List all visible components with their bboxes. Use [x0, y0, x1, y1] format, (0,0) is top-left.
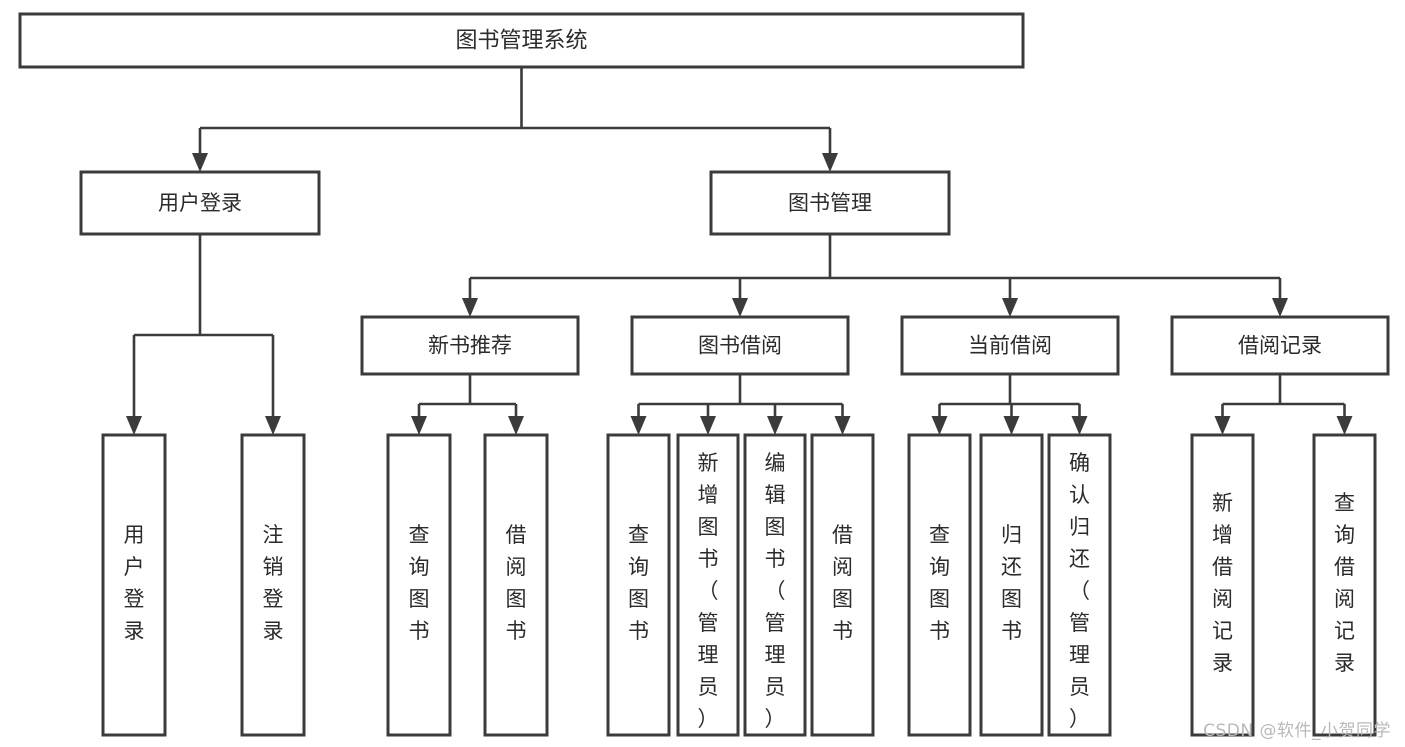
node-label-leaf-borrow-book: 借阅图书 — [832, 523, 853, 643]
node-label-leaf-query-book-rec: 查询图书 — [409, 523, 430, 643]
node-leaf-return-book[interactable]: 归还图书 — [979, 433, 1044, 737]
root-to-book-management-arrowhead — [822, 153, 838, 172]
node-box-leaf-borrow-book — [810, 433, 875, 737]
node-label-new-book-recommend: 新书推荐 — [428, 334, 512, 358]
node-box-current-borrow — [900, 315, 1120, 376]
node-leaf-borrow-book-rec[interactable]: 借阅图书 — [483, 433, 549, 737]
root-to-user-login-arrowhead — [192, 153, 208, 172]
book-borrow-to-leaf-add-book-admin-arrowhead — [700, 416, 716, 435]
node-box-leaf-user-login — [101, 433, 167, 737]
ul-to-leaf-user-login-arrowhead — [126, 416, 142, 435]
connector-layer — [126, 67, 1353, 435]
node-box-leaf-query-book-current — [907, 433, 972, 737]
node-leaf-user-login[interactable]: 用户登录 — [101, 433, 167, 737]
node-book-management[interactable]: 图书管理 — [709, 170, 951, 236]
node-box-leaf-return-book — [979, 433, 1044, 737]
node-borrow-record[interactable]: 借阅记录 — [1170, 315, 1390, 376]
node-new-book-recommend[interactable]: 新书推荐 — [360, 315, 580, 376]
node-box-leaf-borrow-book-rec — [483, 433, 549, 737]
node-box-leaf-logout — [240, 433, 306, 737]
node-leaf-query-book-current[interactable]: 查询图书 — [907, 433, 972, 737]
node-label-leaf-return-book: 归还图书 — [1001, 523, 1022, 643]
book-borrow-to-leaf-query-book-borrow-arrowhead — [630, 416, 647, 435]
node-box-book-borrow — [630, 315, 850, 376]
node-box-leaf-confirm-return-admin — [1047, 433, 1112, 737]
node-book-borrow[interactable]: 图书借阅 — [630, 315, 850, 376]
bm-to-new-book-recommend-arrowhead — [462, 298, 478, 317]
node-current-borrow[interactable]: 当前借阅 — [900, 315, 1120, 376]
node-box-book-management — [709, 170, 951, 236]
node-leaf-query-book-rec[interactable]: 查询图书 — [386, 433, 452, 737]
node-label-leaf-user-login: 用户登录 — [124, 523, 145, 643]
borrow-record-to-leaf-query-borrow-record-arrowhead — [1336, 416, 1353, 435]
node-label-book-management: 图书管理 — [788, 191, 872, 215]
new-book-recommend-to-leaf-borrow-book-rec-arrowhead — [508, 416, 524, 435]
node-leaf-add-book-admin[interactable]: 新增图书（管理员） — [676, 433, 740, 737]
node-label-leaf-confirm-return-admin: 确认归还（管理员） — [1069, 451, 1090, 731]
current-borrow-to-leaf-return-book-arrowhead — [1003, 416, 1020, 435]
node-label-leaf-add-book-admin: 新增图书（管理员） — [698, 451, 719, 731]
node-label-leaf-borrow-book-rec: 借阅图书 — [506, 523, 527, 643]
node-box-leaf-query-borrow-record — [1312, 433, 1377, 737]
node-box-user-login — [79, 170, 321, 236]
node-leaf-add-borrow-record[interactable]: 新增借阅记录 — [1190, 433, 1255, 737]
node-label-leaf-edit-book-admin: 编辑图书（管理员） — [765, 451, 786, 731]
node-label-leaf-query-book-borrow: 查询图书 — [628, 523, 649, 643]
ul-to-leaf-logout-arrowhead — [265, 416, 281, 435]
node-label-root: 图书管理系统 — [455, 29, 587, 54]
bm-to-borrow-record-arrowhead — [1272, 298, 1288, 317]
new-book-recommend-to-leaf-query-book-rec-arrowhead — [411, 416, 427, 435]
node-box-new-book-recommend — [360, 315, 580, 376]
borrow-record-to-leaf-add-borrow-record-arrowhead — [1214, 416, 1231, 435]
current-borrow-to-leaf-confirm-return-admin-arrowhead — [1071, 416, 1088, 435]
node-box-leaf-query-book-rec — [386, 433, 452, 737]
node-box-leaf-edit-book-admin — [743, 433, 807, 737]
node-label-leaf-query-book-current: 查询图书 — [929, 523, 950, 643]
node-leaf-query-borrow-record[interactable]: 查询借阅记录 — [1312, 433, 1377, 737]
node-leaf-edit-book-admin[interactable]: 编辑图书（管理员） — [743, 433, 807, 737]
watermark-label: CSDN @软件_小贺同学 — [1203, 721, 1391, 741]
node-label-leaf-logout: 注销登录 — [263, 523, 284, 643]
current-borrow-to-leaf-query-book-current-arrowhead — [931, 416, 948, 435]
bm-to-current-borrow-arrowhead — [1002, 298, 1018, 317]
node-label-book-borrow: 图书借阅 — [698, 334, 782, 358]
node-label-leaf-add-borrow-record: 新增借阅记录 — [1212, 491, 1233, 675]
node-root[interactable]: 图书管理系统 — [18, 12, 1025, 69]
node-layer: 图书管理系统用户登录图书管理新书推荐图书借阅当前借阅借阅记录用户登录注销登录查询… — [18, 12, 1390, 737]
book-borrow-to-leaf-borrow-book-arrowhead — [834, 416, 851, 435]
node-label-borrow-record: 借阅记录 — [1238, 334, 1322, 358]
node-label-current-borrow: 当前借阅 — [968, 334, 1052, 358]
node-leaf-logout[interactable]: 注销登录 — [240, 433, 306, 737]
node-label-user-login: 用户登录 — [158, 191, 242, 215]
book-borrow-to-leaf-edit-book-admin-arrowhead — [767, 416, 783, 435]
node-box-root — [18, 12, 1025, 69]
node-label-leaf-query-borrow-record: 查询借阅记录 — [1334, 491, 1355, 675]
node-box-leaf-query-book-borrow — [606, 433, 671, 737]
node-user-login[interactable]: 用户登录 — [79, 170, 321, 236]
node-box-borrow-record — [1170, 315, 1390, 376]
node-leaf-confirm-return-admin[interactable]: 确认归还（管理员） — [1047, 433, 1112, 737]
node-box-leaf-add-borrow-record — [1190, 433, 1255, 737]
node-leaf-borrow-book[interactable]: 借阅图书 — [810, 433, 875, 737]
bm-to-book-borrow-arrowhead — [732, 298, 748, 317]
node-box-leaf-add-book-admin — [676, 433, 740, 737]
node-leaf-query-book-borrow[interactable]: 查询图书 — [606, 433, 671, 737]
